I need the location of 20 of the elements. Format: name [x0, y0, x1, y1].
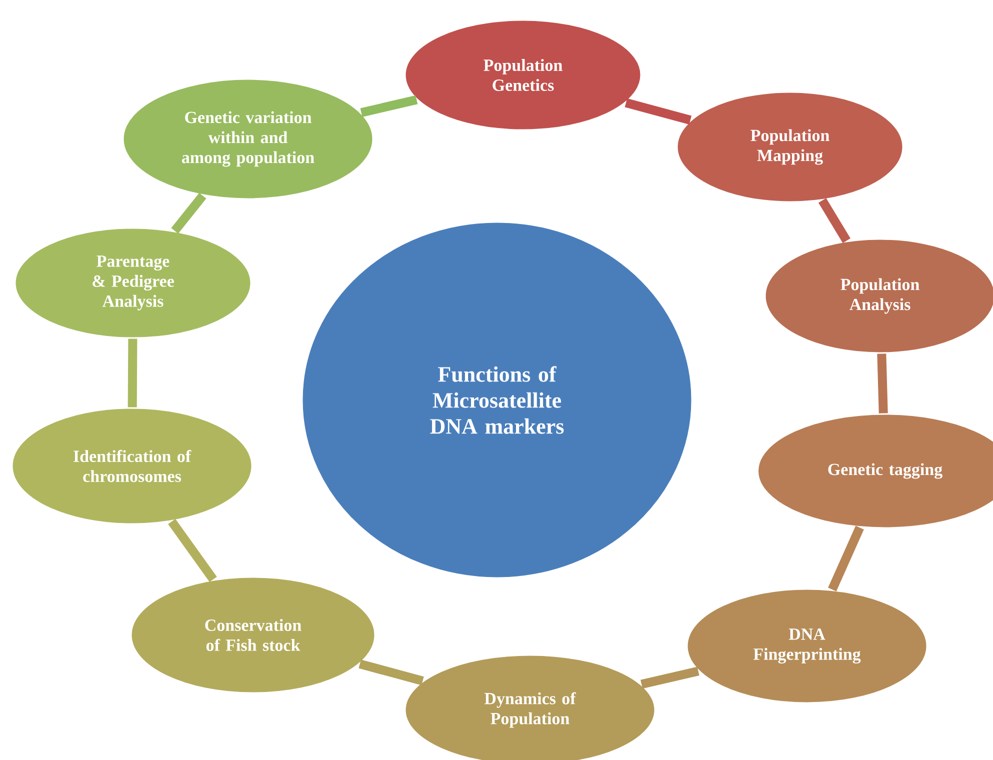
connector-band [828, 526, 864, 592]
ellipse-node: Population Genetics [404, 19, 642, 131]
ellipse-node: DNA Fingerprinting [686, 588, 928, 704]
connector-band [128, 338, 138, 408]
connector-band [360, 95, 418, 118]
ellipse-node: Parentage & Pedigree Analysis [14, 227, 252, 339]
ellipse-node: Conservation of Fish stock [130, 576, 376, 694]
connector-band [624, 98, 692, 124]
connector-band [168, 518, 217, 582]
connector-band [877, 354, 888, 414]
ellipse-node: Identification of chromosomes [11, 407, 253, 525]
ellipse-node: Population Mapping [676, 91, 904, 203]
connector-band [358, 660, 424, 686]
ellipse-node: Genetic tagging [756, 413, 993, 529]
ellipse-node: Dynamics of Population [404, 654, 656, 760]
ellipse-node: Genetic variation within and among population [122, 78, 374, 200]
ellipse-node: Population Analysis [764, 238, 993, 354]
connector-band [818, 198, 850, 244]
connector-band [640, 666, 700, 689]
connector-band [171, 192, 206, 234]
